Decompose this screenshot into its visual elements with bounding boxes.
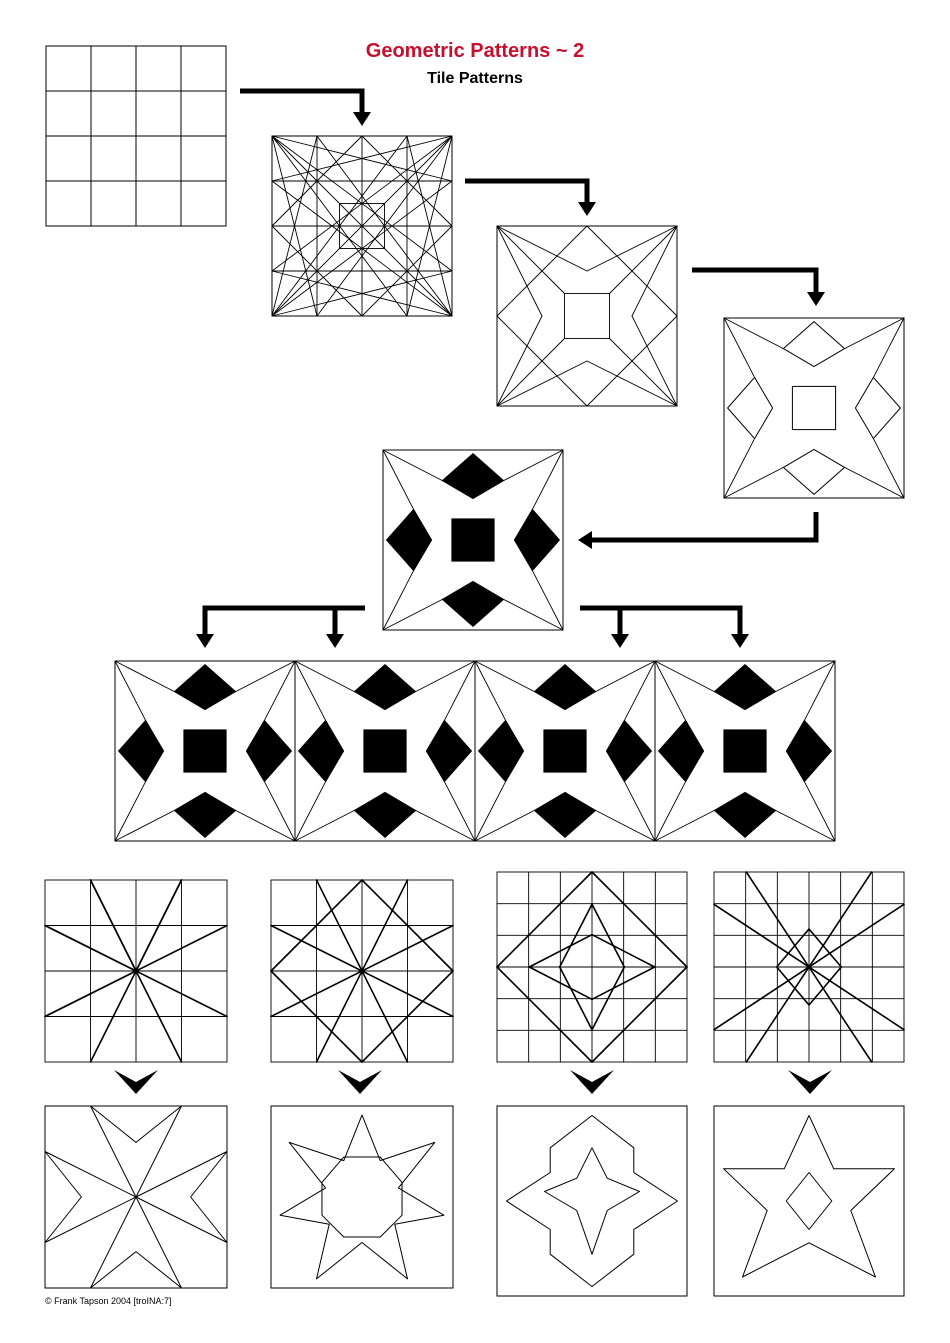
strip-tile	[114, 660, 296, 842]
strip-tile	[474, 660, 656, 842]
strip-tile	[294, 660, 476, 842]
variation-1-grid	[44, 879, 228, 1063]
variation-2-chevron	[338, 1070, 382, 1094]
variation-2-result	[270, 1105, 454, 1289]
tiled-strip	[114, 660, 836, 842]
variation-4-chevron	[788, 1070, 832, 1094]
variation-4-grid	[713, 871, 905, 1063]
variation-3-result	[496, 1105, 688, 1297]
variation-1-result	[44, 1105, 228, 1289]
variation-3-chevron	[570, 1070, 614, 1094]
page-title: Geometric Patterns ~ 2	[365, 40, 585, 62]
variation-2-grid	[270, 879, 454, 1063]
variation-4-result	[713, 1105, 905, 1297]
step-selected-lines	[496, 225, 678, 407]
variation-3-grid	[496, 871, 688, 1063]
arrow-branch-left	[196, 605, 365, 648]
step-grid	[45, 45, 227, 227]
arrow-branch-right-2	[611, 608, 629, 648]
variation-1-chevron	[114, 1070, 158, 1094]
step-construction	[271, 135, 453, 317]
step-shaded-tile	[382, 449, 564, 631]
page-subtitle: Tile Patterns	[427, 70, 523, 87]
arrow-branch-left-2	[326, 608, 344, 648]
arrow-step-4	[578, 512, 819, 549]
strip-tile	[654, 660, 836, 842]
step-outline	[723, 317, 905, 499]
arrow-step-3	[692, 267, 825, 306]
arrow-step-2	[465, 178, 596, 216]
arrow-step-1	[240, 88, 371, 126]
arrow-branch-right	[580, 605, 749, 648]
copyright-footer: © Frank Tapson 2004 [troINA:7]	[45, 1296, 172, 1306]
